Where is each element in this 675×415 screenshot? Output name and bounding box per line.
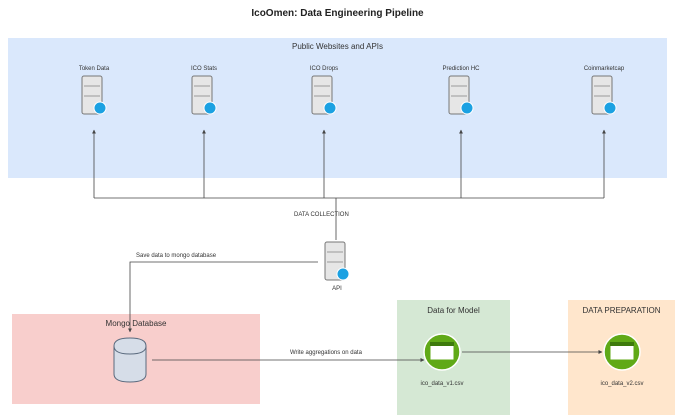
api-server-icon [324,241,350,281]
public-region-label: Public Websites and APIs [291,42,383,51]
server-icon [591,75,617,115]
source-label: Coinmarketcap [583,66,625,72]
csv-file-icon-prep [603,333,641,371]
source-label: ICO Drops [309,66,339,72]
write-aggregations-label: Write aggregations on data [290,350,362,356]
prep-region-label: DATA PREPARATION [582,306,661,315]
source-node-prediction-hc: Prediction HC [416,66,506,118]
source-label: Token Data [78,66,110,72]
prep-file-label: ico_data_v2.csv [600,381,644,387]
source-node-coinmarketcap: Coinmarketcap [559,66,649,118]
data-collection-label: DATA COLLECTION [294,212,349,218]
mongo-database-icon [113,337,147,383]
server-icon [81,75,107,115]
model-region-label: Data for Model [427,306,480,315]
api-label: API [332,286,342,292]
source-node-ico-stats: ICO Stats [159,66,249,118]
source-node-ico-drops: ICO Drops [279,66,369,118]
edge-api-to-mongo [128,261,318,333]
csv-file-icon-model [423,333,461,371]
mongo-region-label: Mongo Database [105,319,167,328]
source-label: Prediction HC [442,66,480,72]
source-node-token-data: Token Data [49,66,139,118]
server-icon [191,75,217,115]
model-file-label: ico_data_v1.csv [420,381,464,387]
diagram-title: IcoOmen: Data Engineering Pipeline [251,8,424,19]
source-label: ICO Stats [190,66,217,72]
api-node: API [292,240,382,292]
server-icon [311,75,337,115]
save-data-label: Save data to mongo database [136,253,217,259]
server-icon [448,75,474,115]
public-websites-region: Public Websites and APIs [8,38,667,178]
